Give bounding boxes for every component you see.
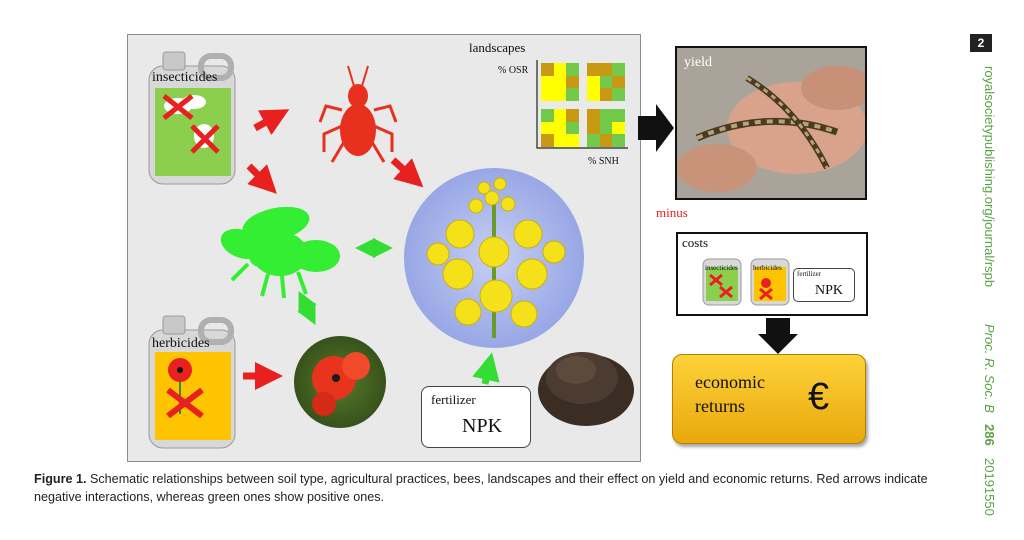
costs-to-returns-arrow <box>758 318 798 354</box>
landscape-grid-cell <box>587 134 600 147</box>
landscape-grid-cell <box>587 75 600 89</box>
landscape-grid-cell <box>599 109 613 122</box>
minus-label: minus <box>656 205 688 220</box>
landscape-grid-cell <box>587 88 600 101</box>
costs-insecticides-label: insecticides <box>705 264 738 272</box>
landscape-grid-cell <box>553 75 567 89</box>
soil-photo <box>538 352 634 426</box>
caption-text: Schematic relationships between soil typ… <box>34 472 928 504</box>
article-number: 20191550 <box>982 458 997 516</box>
yield-photo-box <box>675 46 867 200</box>
interaction-arrows <box>243 109 500 390</box>
landscape-grid-cell <box>566 63 579 76</box>
crop-to-yield-arrow <box>638 104 674 152</box>
euro-icon: € <box>808 376 830 418</box>
bee-poppy-arrow <box>297 291 317 325</box>
costs-label: costs <box>682 235 708 250</box>
insecticide-to-bee-arrow <box>246 163 277 194</box>
landscape-grid-cell <box>566 88 579 101</box>
landscape-grid-cell <box>599 88 613 101</box>
landscape-grid-cell <box>541 75 554 89</box>
costs-fertilizer-box <box>793 268 855 302</box>
economic-returns-box <box>672 354 866 444</box>
landscape-grid-cell <box>541 63 554 76</box>
bee-icon <box>220 206 340 299</box>
landscape-grid-cell <box>599 75 613 89</box>
fertilizer-to-crop-arrow <box>472 352 500 385</box>
poppy-crossed-icon <box>166 358 204 418</box>
landscape-grid-cell <box>587 121 600 135</box>
landscape-grid-cell <box>599 134 613 147</box>
fertilizer-label: fertilizer <box>431 392 476 407</box>
landscape-grid-cell <box>566 109 579 122</box>
landscape-grid-cell <box>553 134 567 147</box>
figure-caption: Figure 1. Schematic relationships betwee… <box>34 470 954 506</box>
landscape-grid-cell <box>553 88 567 101</box>
landscape-grid-cell <box>599 63 613 76</box>
bee-crossed-icon <box>162 94 220 154</box>
insecticide-to-pest-arrow <box>253 109 290 135</box>
fertilizer-box <box>421 386 531 448</box>
costs-herbicides-label: herbicides <box>753 264 782 272</box>
landscape-grid-cell <box>612 63 625 76</box>
poppy-photo <box>294 336 386 428</box>
landscape-grid-cell <box>553 121 567 135</box>
landscape-grid-cell <box>612 109 625 122</box>
journal-volume: 286 <box>982 424 997 446</box>
landscape-grid-cell <box>541 134 554 147</box>
landscape-grid-cell <box>612 75 625 89</box>
herbicides-jug <box>148 315 236 449</box>
landscape-grid-cell <box>541 121 554 135</box>
landscapes-label: landscapes <box>469 40 526 55</box>
landscape-grid-cell <box>541 109 554 122</box>
landscape-grid-cell <box>541 88 554 101</box>
landscape-grid-cell <box>553 109 567 122</box>
landscape-grid-cell <box>612 134 625 147</box>
osr-axis-label: % OSR <box>498 65 529 76</box>
landscape-grid-cell <box>599 121 613 135</box>
yield-label: yield <box>684 55 712 70</box>
landscape-grid-cell <box>612 88 625 101</box>
insecticides-label: insecticides <box>152 70 218 85</box>
landscape-grid-cell <box>587 109 600 122</box>
snh-axis-label: % SNH <box>588 156 619 167</box>
costs-herbicides-jug <box>750 258 790 306</box>
yield-photo <box>677 48 865 198</box>
costs-npk-label: NPK <box>815 283 844 298</box>
caption-prefix: Figure 1. <box>34 472 87 486</box>
economic-returns-line2: returns <box>695 396 745 416</box>
landscape-grids <box>541 63 625 147</box>
journal-sidebar: royalsocietypublishing.org/journal/rspb … <box>982 66 1002 526</box>
journal-name: Proc. R. Soc. B <box>982 324 997 413</box>
landscape-grid-cell <box>612 121 625 135</box>
aphid-pest-icon <box>318 65 398 163</box>
pest-to-crop-arrow <box>390 157 424 188</box>
landscape-grid-cell <box>553 63 567 76</box>
costs-fertilizer-label: fertilizer <box>797 270 822 278</box>
landscape-grid-cell <box>587 63 600 76</box>
landscape-grid-cell <box>566 75 579 89</box>
landscape-grid-cell <box>566 134 579 147</box>
page-number: 2 <box>970 34 992 52</box>
npk-label: NPK <box>462 415 503 437</box>
costs-insecticides-jug <box>702 258 742 306</box>
rapeseed-flower-photo <box>404 168 584 348</box>
landscape-axes <box>536 60 628 149</box>
landscape-grid-cell <box>566 121 579 135</box>
economic-returns-line1: economic <box>695 372 765 392</box>
journal-url[interactable]: royalsocietypublishing.org/journal/rspb <box>982 66 997 288</box>
herbicides-label: herbicides <box>152 336 210 351</box>
